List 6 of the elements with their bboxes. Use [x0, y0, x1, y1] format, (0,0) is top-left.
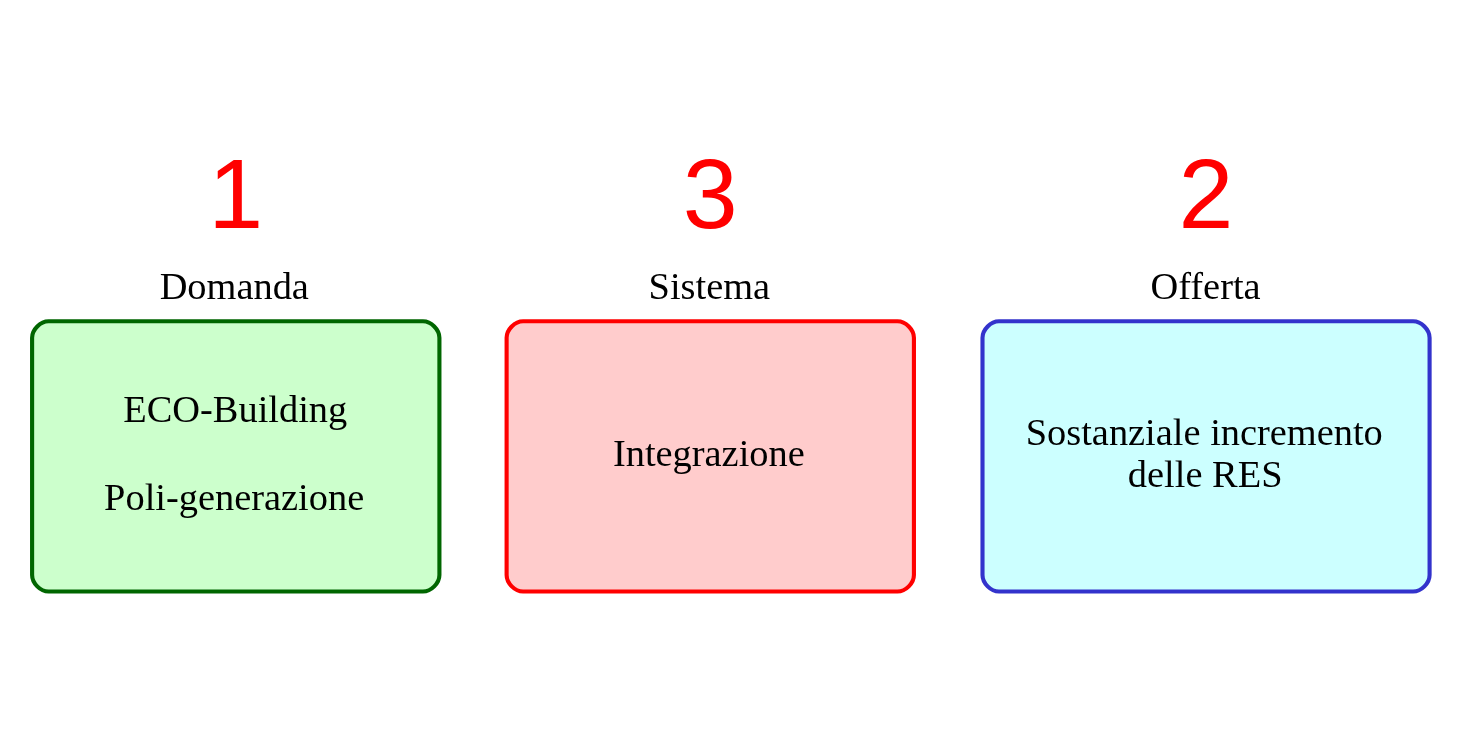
node-label: Sistema — [648, 264, 771, 307]
node-label: 1 — [208, 138, 264, 249]
node-label: Offerta — [1150, 264, 1261, 307]
node-label: Domanda — [159, 264, 309, 307]
node-label: 2 — [1178, 138, 1234, 249]
node-label: 3 — [682, 138, 738, 249]
